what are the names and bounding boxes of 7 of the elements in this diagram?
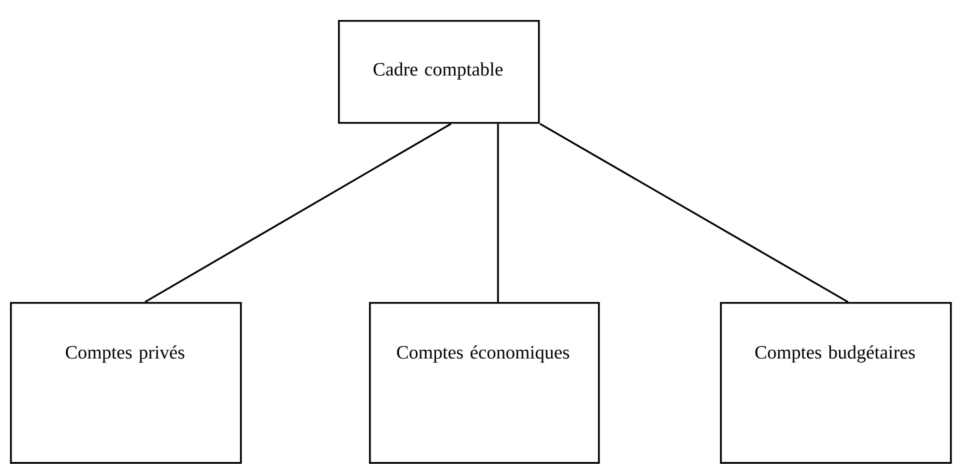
box: Comptes économiques [369,302,600,464]
connector-line [540,123,848,303]
box: Comptes privés [10,302,242,464]
connector-line [497,124,499,302]
box: Cadre comptable [338,20,540,124]
box: Comptes budgétaires [720,302,952,464]
connector-line [144,123,452,303]
